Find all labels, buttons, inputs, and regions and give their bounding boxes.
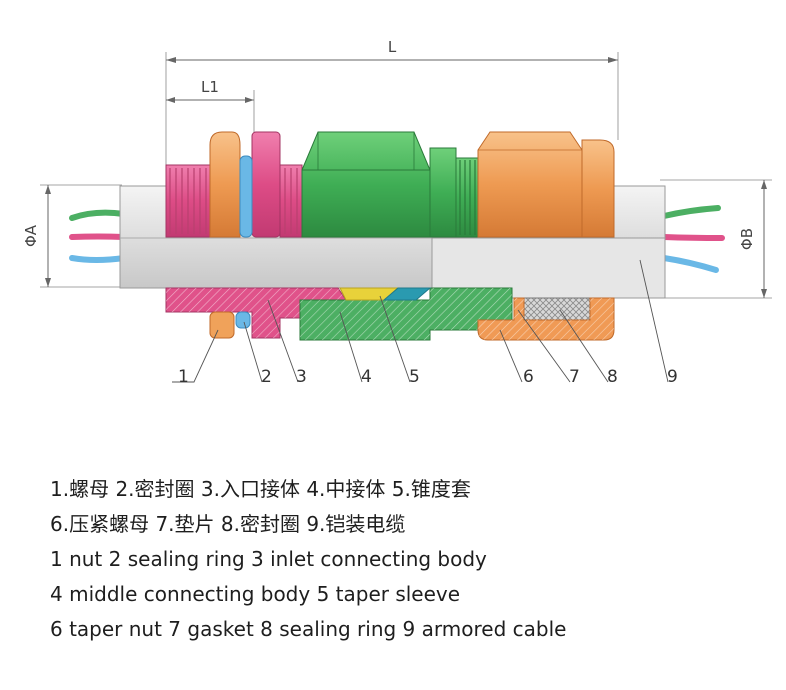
cable-gland-diagram: L L1 ΦA ΦB: [22, 38, 772, 387]
dimension-phi-a-label: ΦA: [22, 224, 40, 247]
dimension-l1: L1: [166, 78, 255, 132]
legend-line-cn-1: 1.螺母 2.密封圈 3.入口接体 4.中接体 5.锥度套: [50, 477, 471, 501]
legend-line-en-3: 6 taper nut 7 gasket 8 sealing ring 9 ar…: [50, 617, 567, 641]
part-number-8: 8: [607, 367, 618, 387]
dimension-l-label: L: [388, 38, 397, 56]
part-number-1: 1: [178, 367, 189, 387]
middle-body-section: [299, 287, 513, 341]
taper-nut-section: [477, 297, 615, 341]
part-number-5: 5: [409, 367, 420, 387]
middle-body-top: [301, 131, 479, 238]
parts-legend: 1.螺母 2.密封圈 3.入口接体 4.中接体 5.锥度套 6.压紧螺母 7.垫…: [50, 472, 770, 647]
inlet-body-top: [165, 131, 303, 238]
sealing-ring-top: [239, 155, 253, 238]
nut-section: [209, 311, 235, 339]
part-numbers: 1 2 3 4 5 6 7 8 9: [178, 367, 678, 387]
cable-wires-left: [69, 209, 127, 263]
sealing-ring-section: [235, 311, 251, 329]
taper-nut-top: [477, 131, 615, 238]
leader-lines: [172, 259, 669, 383]
taper-sleeve-section: [339, 287, 432, 301]
legend-line-en-2: 4 middle connecting body 5 taper sleeve: [50, 582, 461, 606]
part-number-3: 3: [296, 367, 307, 387]
part-number-4: 4: [361, 367, 372, 387]
dimension-phi-b: ΦB: [660, 179, 772, 299]
dimension-phi-b-label: ΦB: [738, 228, 756, 250]
part-number-6: 6: [523, 367, 534, 387]
part-number-7: 7: [569, 367, 580, 387]
part-number-2: 2: [261, 367, 272, 387]
legend-line-en-1: 1 nut 2 sealing ring 3 inlet connecting …: [50, 547, 487, 571]
cable-wires-right: [661, 205, 725, 273]
dimension-phi-a: ΦA: [22, 184, 122, 288]
sealing-ring-8-section: [523, 297, 591, 321]
nut-top: [209, 131, 241, 238]
dimension-l1-label: L1: [201, 78, 219, 96]
part-number-9: 9: [667, 367, 678, 387]
dimension-l: L: [165, 38, 619, 165]
legend-line-cn-2: 6.压紧螺母 7.垫片 8.密封圈 9.铠装电缆: [50, 512, 406, 536]
